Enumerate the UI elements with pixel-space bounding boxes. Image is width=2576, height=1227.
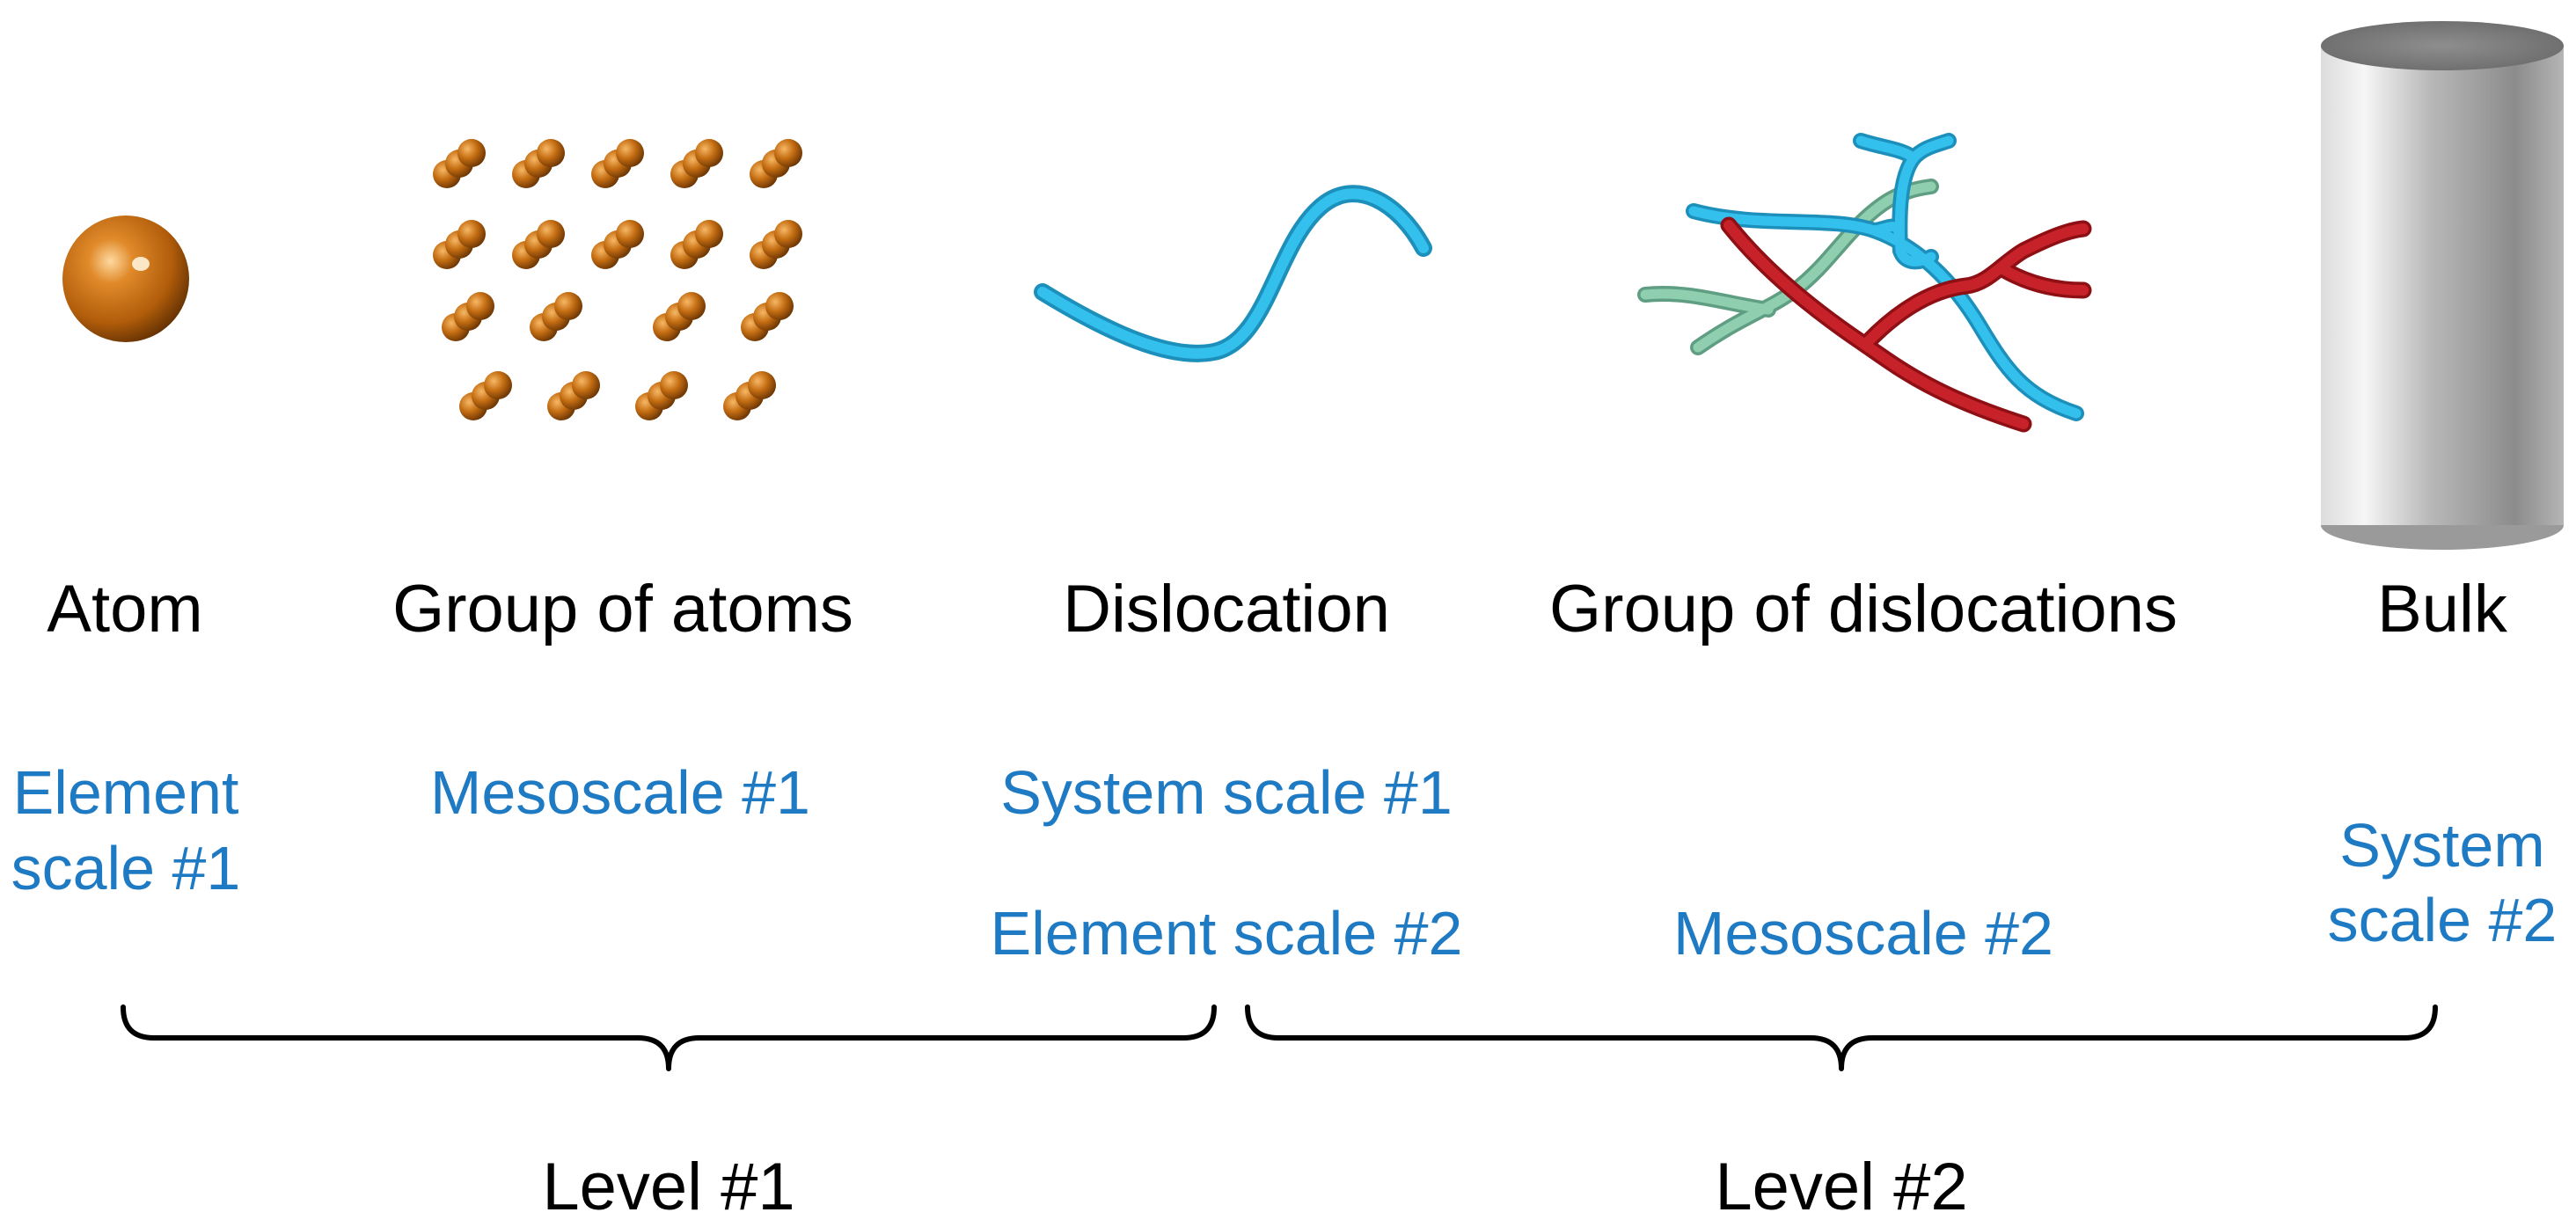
scale-mesoscale-2: Mesoscale #2 xyxy=(1673,899,2053,968)
brace-level-1 xyxy=(121,1004,1217,1071)
scale-element-1-line2: scale #1 xyxy=(11,834,241,902)
scale-mesoscale-1: Mesoscale #1 xyxy=(430,758,810,827)
brace-level-2 xyxy=(1245,1004,2438,1071)
scale-system-2-line1: System xyxy=(2339,811,2544,880)
scale-system-1: System scale #1 xyxy=(1000,758,1453,827)
dislocation-line-icon xyxy=(1034,185,1432,362)
label-group-of-atoms: Group of atoms xyxy=(392,572,853,646)
label-atom: Atom xyxy=(47,572,202,646)
dislocation-network-icon xyxy=(1637,133,2092,433)
atom-lattice-icon xyxy=(433,139,802,420)
scale-element-1-line1: Element xyxy=(13,758,239,827)
label-bulk: Bulk xyxy=(2377,572,2508,646)
scale-system-2-line2: scale #2 xyxy=(2328,886,2558,954)
label-level-1: Level #1 xyxy=(542,1150,794,1224)
scale-element-2: Element scale #2 xyxy=(991,899,1463,968)
label-level-2: Level #2 xyxy=(1715,1150,1967,1224)
label-dislocation: Dislocation xyxy=(1063,572,1390,646)
atom-sphere-icon xyxy=(62,215,189,342)
bulk-cylinder-icon xyxy=(2321,21,2564,550)
label-group-of-dislocations: Group of dislocations xyxy=(1549,572,2177,646)
